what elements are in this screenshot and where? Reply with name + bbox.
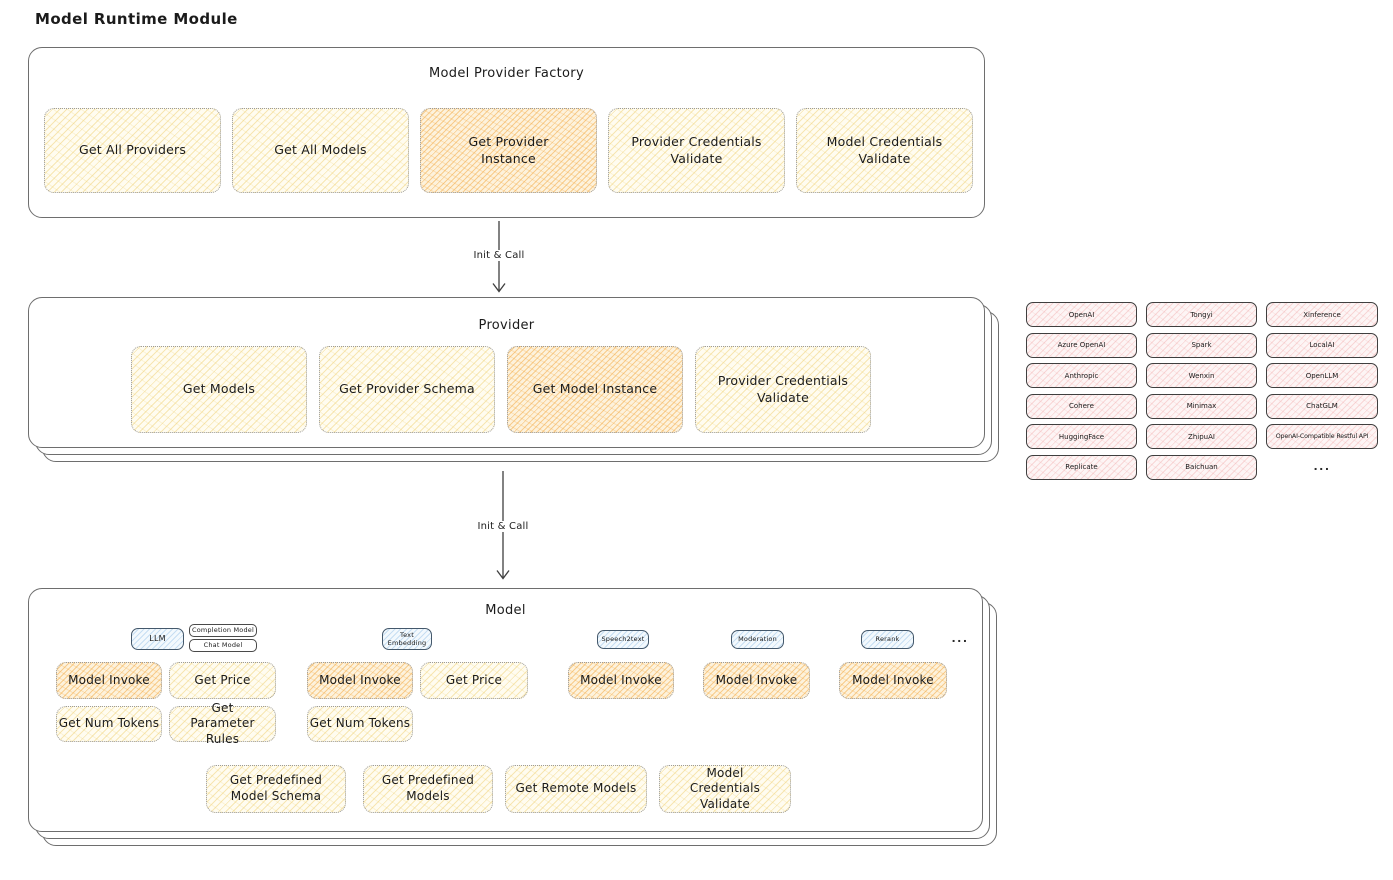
providers-panel: OpenAI Tongyi Xinference Azure OpenAI Sp… (1026, 302, 1378, 480)
provider-chip-chatglm: ChatGLM (1266, 393, 1378, 419)
model-invoke-box-embedding: Model Invoke (307, 662, 413, 699)
init-call-label-1: Init & Call (469, 250, 529, 261)
tabs-more-ellipsis: ... (951, 631, 969, 645)
model-invoke-box-speech2text: Model Invoke (568, 662, 674, 699)
provider-chip-minimax: Minimax (1146, 393, 1257, 419)
provider-chip-localai: LocalAI (1266, 332, 1378, 358)
providers-more-ellipsis: ... (1313, 459, 1331, 473)
model-invoke-box-rerank: Model Invoke (839, 662, 947, 699)
get-price-box-llm: Get Price (169, 662, 276, 699)
provider-chip-zhipuai: ZhipuAI (1146, 424, 1257, 449)
get-num-tokens-box-llm: Get Num Tokens (56, 706, 162, 742)
provider-chip-openai-compatible: OpenAI-Compatible Restful API (1266, 424, 1378, 449)
tab-rerank: Rerank (861, 630, 914, 649)
get-price-box-embedding: Get Price (420, 662, 528, 699)
get-model-instance-box: Get Model Instance (507, 346, 683, 433)
provider-chip-cohere: Cohere (1026, 393, 1137, 419)
provider-chip-azure-openai: Azure OpenAI (1026, 332, 1137, 358)
model-invoke-box-moderation: Model Invoke (703, 662, 810, 699)
tab-chat-model: Chat Model (189, 639, 257, 652)
model-credentials-validate-box: Model Credentials Validate (796, 108, 973, 193)
tab-llm: LLM (131, 628, 184, 650)
model-invoke-box-llm: Model Invoke (56, 662, 162, 699)
provider-chip-tongyi: Tongyi (1146, 302, 1257, 327)
provider-chip-anthropic: Anthropic (1026, 363, 1137, 388)
get-remote-models-box: Get Remote Models (505, 765, 647, 813)
tab-speech2text: Speech2text (597, 630, 649, 649)
get-all-models-box: Get All Models (232, 108, 409, 193)
provider-chip-openllm: OpenLLM (1266, 363, 1378, 388)
diagram-title: Model Runtime Module (35, 10, 238, 28)
provider-chip-xinference: Xinference (1266, 302, 1378, 327)
provider-chip-spark: Spark (1146, 332, 1257, 358)
factory-section-title: Model Provider Factory (429, 66, 584, 81)
init-call-label-2: Init & Call (473, 521, 533, 532)
provider-chip-openai: OpenAI (1026, 302, 1137, 327)
get-predefined-models-box: Get Predefined Models (363, 765, 493, 813)
model-section-title: Model (485, 603, 526, 618)
get-all-providers-box: Get All Providers (44, 108, 221, 193)
provider-chip-baichuan: Baichuan (1146, 454, 1257, 480)
tab-completion-model: Completion Model (189, 624, 257, 637)
tab-text-embedding: Text Embedding (382, 628, 432, 650)
get-models-box: Get Models (131, 346, 307, 433)
get-provider-schema-box: Get Provider Schema (319, 346, 495, 433)
get-parameter-rules-box: Get Parameter Rules (169, 701, 276, 746)
model-credentials-validate-box-2: Model Credentials Validate (659, 765, 791, 813)
get-provider-instance-box: Get Provider Instance (420, 108, 597, 193)
provider-credentials-validate-box: Provider Credentials Validate (608, 108, 785, 193)
model-section: Model LLM Completion Model Chat Model Te… (28, 588, 983, 832)
get-num-tokens-box-embedding: Get Num Tokens (307, 706, 413, 742)
provider-chip-replicate: Replicate (1026, 454, 1137, 480)
provider-chip-huggingface: HuggingFace (1026, 424, 1137, 449)
provider-section: Provider Get Models Get Provider Schema … (28, 297, 985, 448)
provider-section-title: Provider (478, 318, 535, 333)
provider-credentials-validate-box-2: Provider Credentials Validate (695, 346, 871, 433)
get-predefined-model-schema-box: Get Predefined Model Schema (206, 765, 346, 813)
factory-section: Model Provider Factory Get All Providers… (28, 47, 985, 218)
provider-chip-wenxin: Wenxin (1146, 363, 1257, 388)
tab-moderation: Moderation (731, 630, 784, 649)
